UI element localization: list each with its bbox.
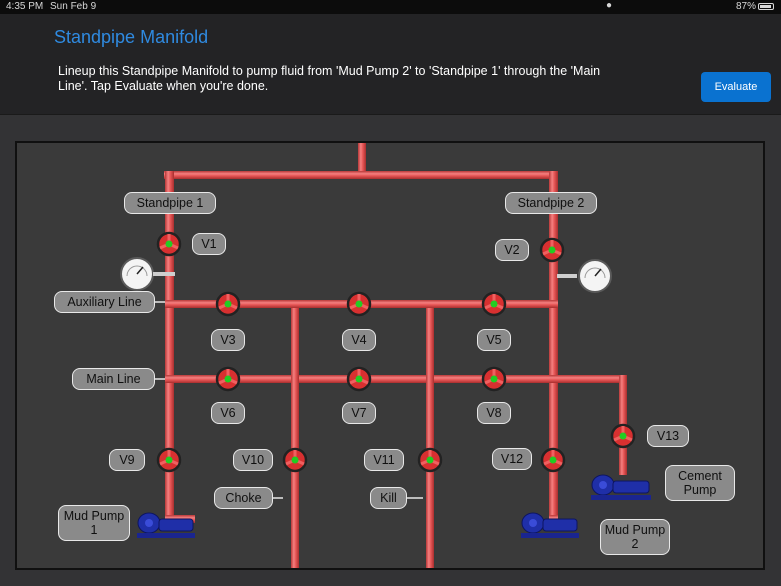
manifold-diagram: Standpipe 1 Standpipe 2 Auxiliary Line M… — [15, 141, 765, 570]
valve-label-v1: V1 — [192, 233, 226, 255]
status-time: 4:35 PM — [6, 1, 44, 12]
valve-label-v7: V7 — [342, 402, 376, 424]
battery-icon — [758, 3, 774, 10]
status-bar: 4:35 PM Sun Feb 9 ● 87% — [0, 0, 781, 14]
cement-pump-label: Cement Pump — [665, 465, 735, 501]
valve-v8[interactable] — [481, 366, 507, 392]
header-panel: Standpipe Manifold Lineup this Standpipe… — [0, 14, 781, 115]
valve-v11[interactable] — [417, 447, 443, 473]
valve-v6[interactable] — [215, 366, 241, 392]
auxiliary-line-label: Auxiliary Line — [54, 291, 155, 313]
pipe-segment — [549, 171, 558, 523]
pipe-segment — [358, 143, 366, 179]
mud-pump-2-icon — [521, 512, 579, 538]
valve-label-v8: V8 — [477, 402, 511, 424]
status-date: Sun Feb 9 — [50, 1, 97, 12]
instructions-text: Lineup this Standpipe Manifold to pump f… — [58, 64, 601, 93]
pipe-segment — [291, 308, 299, 568]
valve-label-v12: V12 — [492, 448, 532, 470]
valve-v7[interactable] — [346, 366, 372, 392]
pressure-gauge-icon — [557, 259, 612, 293]
valve-label-v6: V6 — [211, 402, 245, 424]
battery-percent: 87% — [736, 1, 757, 12]
valve-v5[interactable] — [481, 291, 507, 317]
valve-label-v4: V4 — [342, 329, 376, 351]
valve-v12[interactable] — [540, 447, 566, 473]
valve-label-v5: V5 — [477, 329, 511, 351]
pipe-segment — [426, 308, 434, 568]
mud-pump-2-label: Mud Pump 2 — [600, 519, 670, 555]
valve-v4[interactable] — [346, 291, 372, 317]
standpipe-1-label: Standpipe 1 — [124, 192, 216, 214]
valve-label-v3: V3 — [211, 329, 245, 351]
valve-v1[interactable] — [156, 231, 182, 257]
valve-label-v2: V2 — [495, 239, 529, 261]
cement-pump-icon — [591, 474, 651, 500]
valve-v9[interactable] — [156, 447, 182, 473]
pressure-gauge-icon — [120, 257, 175, 291]
mud-pump-1-label: Mud Pump 1 — [58, 505, 130, 541]
valve-v3[interactable] — [215, 291, 241, 317]
valve-v2[interactable] — [539, 237, 565, 263]
valve-label-v11: V11 — [364, 449, 404, 471]
kill-label: Kill — [370, 487, 407, 509]
page-title: Standpipe Manifold — [54, 27, 209, 47]
pipe-segment — [165, 171, 174, 523]
valve-label-v10: V10 — [233, 449, 273, 471]
main-line-label: Main Line — [72, 368, 155, 390]
pipe-segment — [165, 375, 627, 383]
evaluate-button[interactable]: Evaluate — [701, 72, 771, 102]
valve-label-v13: V13 — [647, 425, 689, 447]
mud-pump-1-icon — [137, 512, 195, 538]
valve-v13[interactable] — [610, 423, 636, 449]
valve-v10[interactable] — [282, 447, 308, 473]
standpipe-2-label: Standpipe 2 — [505, 192, 597, 214]
pipe-segment — [164, 171, 558, 179]
valve-label-v9: V9 — [109, 449, 145, 471]
choke-label: Choke — [214, 487, 273, 509]
wifi-icon: ● — [606, 0, 613, 11]
